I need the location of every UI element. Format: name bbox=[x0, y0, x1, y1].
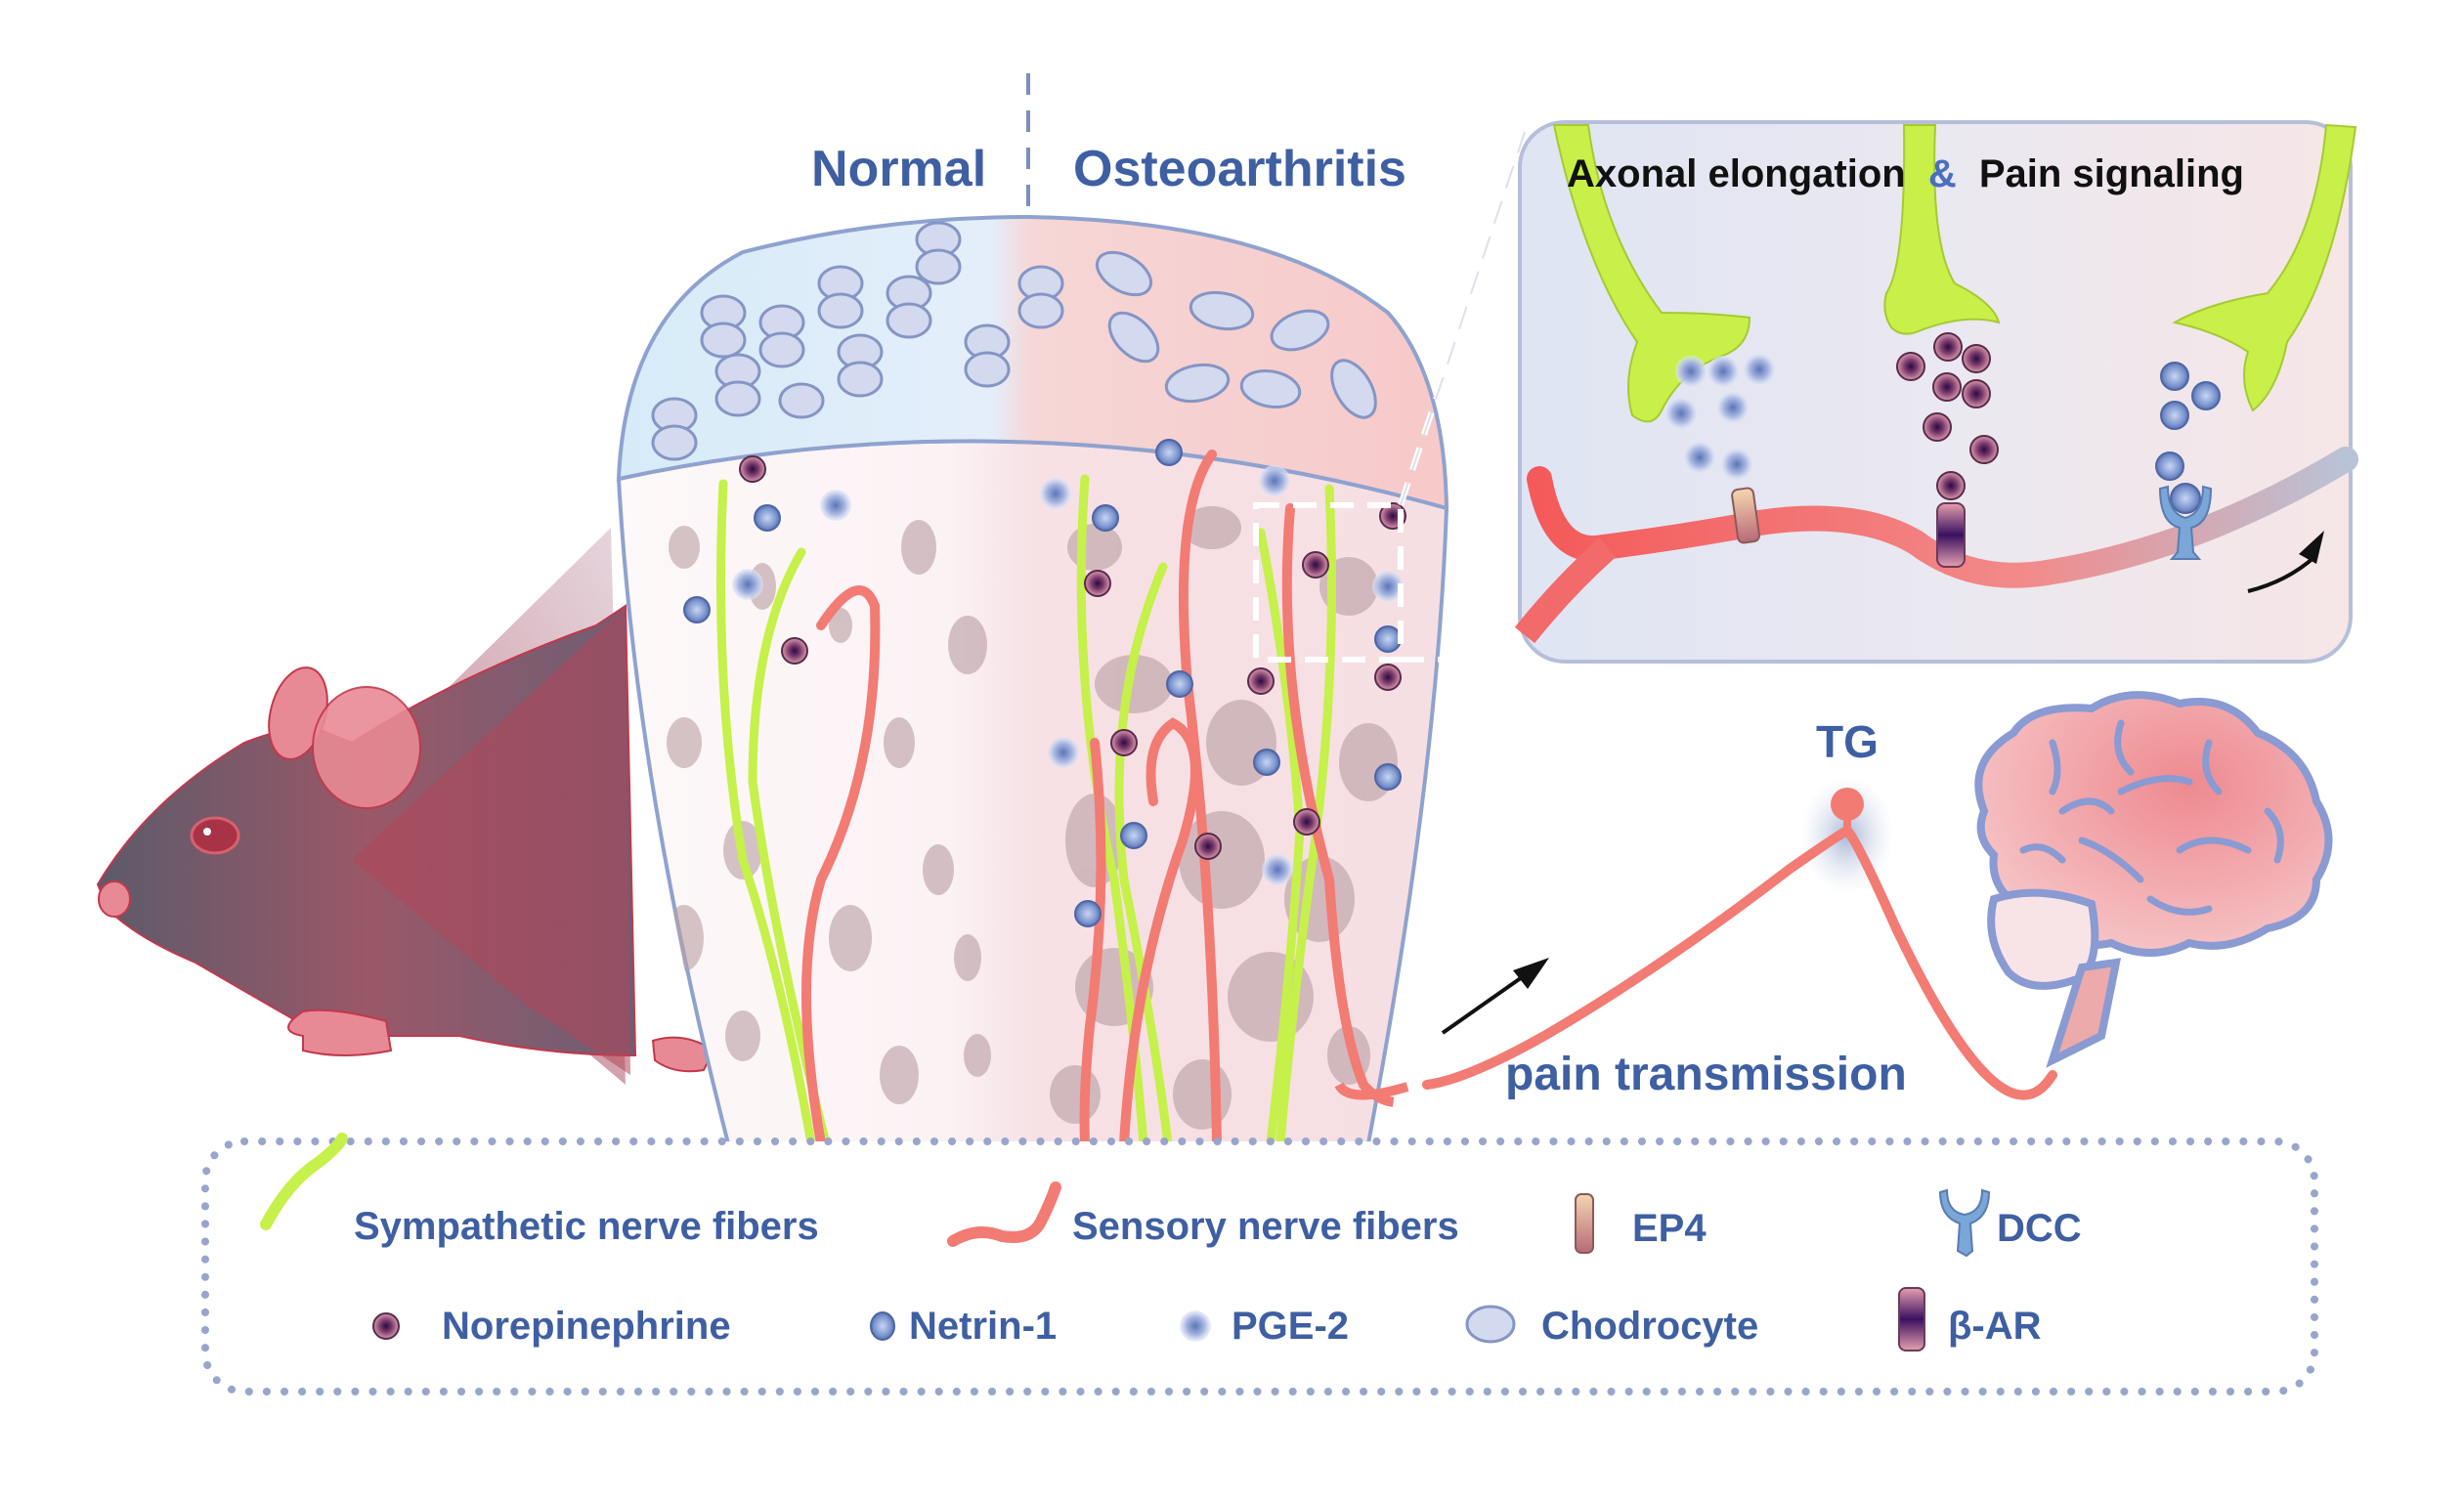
brain-stem bbox=[2046, 958, 2122, 1068]
sympathetic-terminals bbox=[1552, 123, 2357, 423]
sympathetic-fiber-icon bbox=[260, 1133, 348, 1230]
pge2-icon bbox=[1180, 1310, 1211, 1342]
norepinephrine-icon bbox=[372, 1312, 400, 1340]
legend: Sympathetic nerve fibers Sensory nerve f… bbox=[201, 1133, 2318, 1395]
inset-sensory-branch bbox=[1514, 537, 1617, 644]
netrin-1-dots bbox=[683, 439, 1402, 927]
inset-title-axonal: Axonal elongation bbox=[1567, 152, 1906, 195]
mouse-illustration bbox=[96, 528, 715, 1085]
legend-label-ep4: EP4 bbox=[1632, 1207, 1707, 1250]
netrin-1-icon bbox=[870, 1311, 895, 1341]
inset-pge2-cluster bbox=[1665, 354, 1775, 480]
legend-label-dcc: DCC bbox=[1997, 1207, 2082, 1250]
pain-pathway-nerve bbox=[1422, 824, 2057, 1100]
pge2-dots bbox=[732, 465, 1404, 885]
inset-dcc-receptor bbox=[2158, 485, 2213, 560]
zoom-line-top-shadow bbox=[1400, 131, 1526, 506]
sympathetic-terminal-right bbox=[2172, 123, 2357, 412]
mouse-ear-front bbox=[312, 686, 421, 809]
brain-icon bbox=[1974, 691, 2333, 1068]
chondrocyte-icon bbox=[1465, 1305, 1516, 1344]
pain-pathway-loop bbox=[1334, 1082, 1409, 1100]
legend-label-pge2: PGE-2 bbox=[1232, 1305, 1349, 1348]
inset-netrin-1-cluster bbox=[2155, 362, 2221, 514]
legend-label-norepinephrine: Norepinephrine bbox=[442, 1305, 731, 1348]
tg-label: TG bbox=[1816, 716, 1879, 767]
magnification-overlay bbox=[352, 606, 630, 1075]
inset-ep4-receptor bbox=[1731, 487, 1761, 544]
inset-propagation-arrow bbox=[2247, 555, 2316, 593]
dcc-receptor-icon bbox=[1938, 1188, 1991, 1258]
inset-arrow-head bbox=[2299, 531, 2324, 564]
region-of-interest-box bbox=[1253, 502, 1404, 663]
trigeminal-ganglion-soma bbox=[1831, 788, 1864, 821]
transmission-arrow-head bbox=[1513, 958, 1549, 989]
mouse-eye-highlight bbox=[203, 828, 211, 836]
inset-norepinephrine-cluster bbox=[1896, 332, 1999, 500]
normal-label: Normal bbox=[811, 141, 986, 197]
ep4-receptor-icon bbox=[1575, 1193, 1594, 1254]
inset-panel: Axonal elongation & Pain signaling bbox=[1514, 120, 2358, 664]
inset-title-ampersand: & bbox=[1928, 152, 1957, 195]
bone-molecules bbox=[683, 439, 1406, 927]
joint-illustration bbox=[616, 131, 1603, 1145]
normal-chondrocytes bbox=[651, 221, 1064, 461]
brain-gyri bbox=[2019, 719, 2284, 916]
mouse-nose bbox=[98, 880, 131, 918]
inset-title: Axonal elongation & Pain signaling bbox=[1567, 152, 2244, 195]
inset-title-pain: Pain signaling bbox=[1979, 152, 2244, 195]
legend-label-sympathetic: Sympathetic nerve fibers bbox=[354, 1205, 819, 1248]
legend-label-chondrocyte: Chodrocyte bbox=[1541, 1305, 1758, 1348]
mouse-front-paw bbox=[287, 1008, 393, 1056]
mouse-eye bbox=[190, 816, 240, 855]
sympathetic-terminal-center bbox=[1883, 124, 2001, 335]
legend-label-sensory: Sensory nerve fibers bbox=[1072, 1205, 1459, 1248]
inset-beta-ar-receptor bbox=[1936, 502, 1966, 568]
legend-frame bbox=[201, 1137, 2318, 1395]
transmission-arrow bbox=[1441, 973, 1527, 1035]
sensory-fiber-icon bbox=[947, 1181, 1061, 1247]
beta-ar-receptor-icon bbox=[1898, 1287, 1925, 1352]
legend-label-beta-ar: β-AR bbox=[1948, 1305, 2042, 1348]
legend-label-netrin-1: Netrin-1 bbox=[909, 1305, 1057, 1348]
pain-transmission-label: pain transmission bbox=[1505, 1049, 1907, 1100]
oa-chondrocytes bbox=[1096, 250, 1377, 419]
osteoarthritis-label: Osteoarthritis bbox=[1073, 141, 1406, 197]
pain-pathway: TG pain transmission bbox=[1334, 716, 2057, 1100]
